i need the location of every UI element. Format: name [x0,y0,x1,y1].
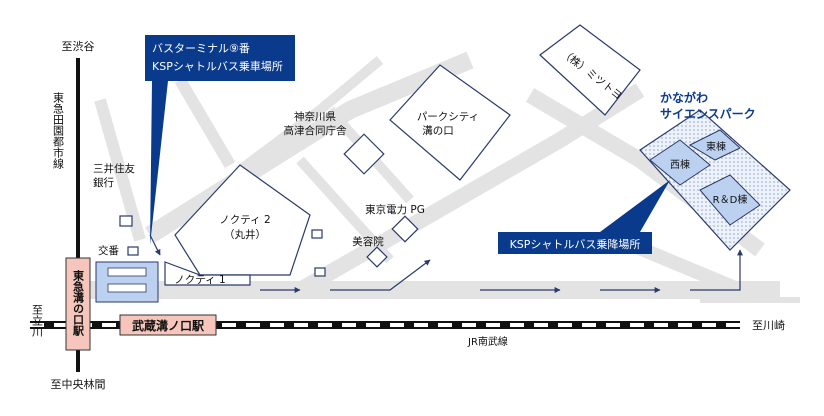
tokyu-line-label: 東急田園都市線 [52,92,65,169]
tepco-label: 東京電力 PG [365,203,425,216]
svg-text:KSPシャトルバス乗車場所: KSPシャトルバス乗車場所 [152,59,283,73]
to-kawasaki-label: 至川崎 [752,318,785,332]
west-building-shape [649,139,711,186]
nocty2-label-2: （丸井） [224,228,266,241]
mitsui-sumitomo-label-1: 三井住友 [93,162,135,175]
beauty-salon-building [366,246,388,268]
ksp-label-1: かながわ [660,90,708,105]
kanagawa-office-building [343,133,385,175]
nocty1-building [164,261,251,286]
bank-building [119,215,133,227]
koban-building [127,246,139,256]
beauty-salon-label: 美容院 [352,235,384,248]
road-center-diagonal [237,56,384,174]
bus-terminal [95,261,159,303]
jr-nambu-line-label: JR南武線 [467,335,508,348]
route-arrows [149,234,743,293]
mizonokuchi-station-label: 東急溝の口駅 [72,269,86,337]
mitsui-sumitomo-label-2: 銀行 [93,176,114,189]
buildings [119,24,641,286]
rd-building-shape [699,174,761,226]
road-left-diagonal [174,76,236,169]
bus-terminal-callout: バスターミナル⑨番 KSPシャトルバス乗車場所 [145,35,295,245]
rd-building-label: R＆D棟 [713,193,748,206]
mizonokuchi-station-box [65,257,91,351]
nocty2-label-1: ノクティ 2 [219,214,270,226]
to-tachikawa-label: 至立川 [31,304,44,337]
east-building-shape [688,129,741,161]
west-building-label: 西棟 [670,158,690,171]
road-left-vertical [94,98,146,242]
musashi-mizonokuchi-station-box [119,314,217,336]
svg-text:バスターミナル⑨番: バスターミナル⑨番 [152,42,250,55]
to-shibuya-label: 至渋谷 [62,40,95,53]
ksp-area [639,109,791,251]
small-building-2 [314,267,326,277]
ksp-label-2: サイエンスパーク [660,107,756,121]
park-city-label-1: パークシティ [417,111,479,123]
kanagawa-office-label-2: 高津合同庁舎 [284,124,347,137]
nocty1-label: ノクティ 1 [174,274,225,286]
kanagawa-office-label-1: 神奈川県 [294,110,336,123]
koban-label: 交番 [98,244,119,257]
ksp-dropoff-callout: KSPシャトルバス乗降場所 [498,180,670,254]
svg-text:KSPシャトルバス乗降場所: KSPシャトルバス乗降場所 [510,237,641,251]
mitutoyo-building [539,24,641,116]
nocty2-building [174,164,311,276]
musashi-mizonokuchi-station-label: 武蔵溝ノ口駅 [132,318,205,333]
east-building-label: 東棟 [706,140,726,153]
tepco-building [391,215,419,243]
small-building-1 [311,229,323,239]
park-city-building [389,64,511,181]
park-city-label-2: 溝の口 [422,124,454,137]
to-chuo-rinkan-label: 至中央林間 [51,377,106,391]
road-center-lower [296,156,394,264]
diagonal-road-middle [296,83,645,297]
